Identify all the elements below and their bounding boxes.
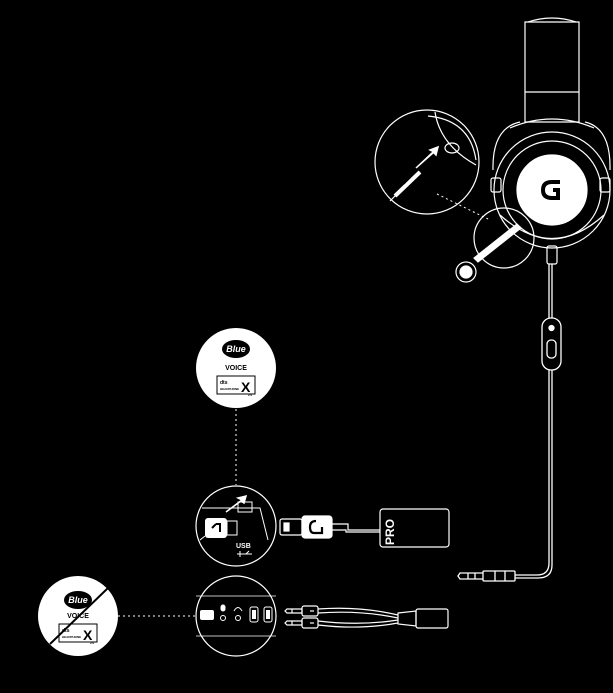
usb-symbol-icon bbox=[237, 550, 252, 557]
headset-cable bbox=[457, 264, 562, 582]
ear-cup bbox=[493, 131, 611, 249]
dts-label: dts bbox=[220, 380, 228, 386]
x-label: X bbox=[241, 379, 251, 395]
y-splitter-cable bbox=[284, 605, 449, 629]
x-version: 2.0 bbox=[248, 393, 253, 397]
usb-cable bbox=[279, 515, 380, 539]
arrow-icon bbox=[225, 494, 248, 513]
pro-label: PRO bbox=[383, 519, 397, 545]
headphone-icon bbox=[233, 607, 243, 621]
blue-voice-badge: Blue VOICE dts HEADPHONE X 2.0 bbox=[196, 328, 276, 408]
headset bbox=[490, 17, 611, 265]
blue-logo-text: Blue bbox=[226, 344, 246, 354]
dts-label: dts bbox=[62, 628, 70, 634]
usb-label: USB bbox=[236, 543, 251, 550]
headphone-label: HEADPHONE bbox=[62, 635, 81, 639]
voice-label: VOICE bbox=[225, 365, 247, 372]
headband bbox=[524, 21, 580, 123]
blue-voice-badge-disabled: Blue VOICE dts HEADPHONE X 2.0 bbox=[38, 576, 118, 656]
strike-line bbox=[49, 587, 109, 645]
ear-cup-plate bbox=[516, 154, 588, 226]
microphone-boom bbox=[455, 207, 535, 283]
audio-plug bbox=[482, 570, 516, 582]
pro-sound-card: PRO bbox=[379, 508, 450, 548]
x-version: 2.0 bbox=[90, 641, 95, 645]
arrow-icon bbox=[415, 145, 440, 169]
x-label: X bbox=[83, 627, 93, 643]
analog-jack-zoom bbox=[195, 575, 277, 657]
blue-logo-text: Blue bbox=[68, 595, 88, 605]
mic-icon bbox=[220, 604, 226, 621]
headphone-label: HEADPHONE bbox=[220, 387, 239, 391]
mic-jack-zoom bbox=[374, 109, 480, 215]
usb-port-zoom: USB bbox=[195, 485, 277, 567]
logitech-g-icon bbox=[540, 180, 560, 200]
dashed-connector bbox=[436, 193, 491, 221]
